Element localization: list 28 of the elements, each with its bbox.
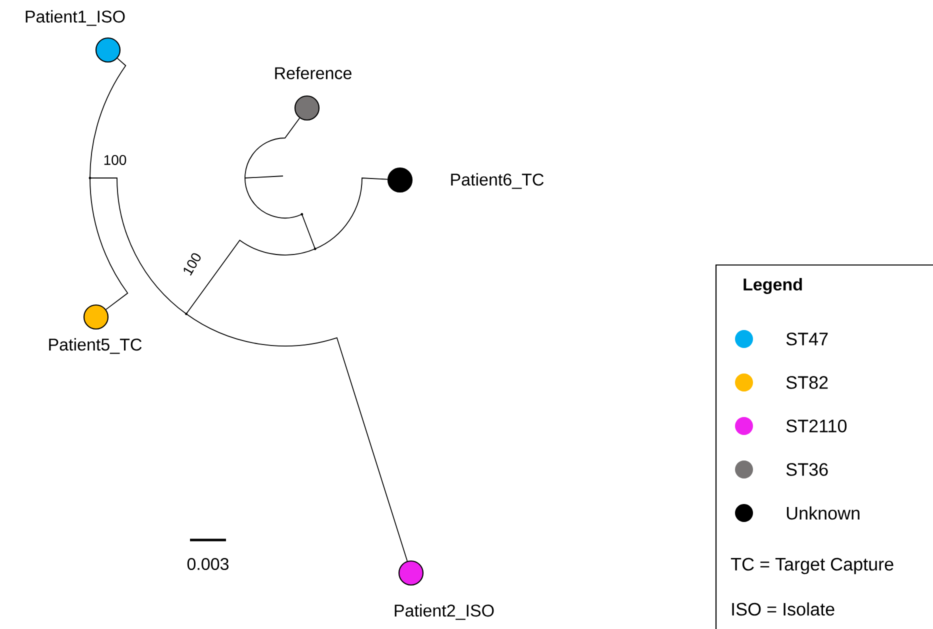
tree-branch xyxy=(186,313,408,562)
tree-branch xyxy=(314,178,388,250)
tree-branch xyxy=(90,178,187,314)
tip-label: Patient2_ISO xyxy=(394,604,494,620)
branch-junction xyxy=(88,176,92,180)
tree-branch xyxy=(90,178,128,310)
legend-label: ST82 xyxy=(786,376,828,389)
tip-label: Patient1_ISO xyxy=(26,10,125,26)
legend-label: Unknown xyxy=(786,506,860,520)
tree-branch xyxy=(90,58,126,178)
tree-branch xyxy=(301,214,316,250)
bootstrap-value: 100 xyxy=(102,154,128,166)
tree-branch xyxy=(244,118,302,218)
legend-label: ST47 xyxy=(786,332,828,346)
legend-title: Legend xyxy=(744,278,802,294)
tip-label: Patient6_TC xyxy=(451,173,544,189)
branch-junction xyxy=(185,312,188,316)
legend-note: ISO = Isolate xyxy=(732,602,834,616)
branch-junction xyxy=(300,213,304,216)
bootstrap-value: 100 xyxy=(180,250,204,278)
branch-junction xyxy=(314,248,316,250)
scale-label: 0.003 xyxy=(187,558,229,570)
legend-label: ST2110 xyxy=(786,420,847,432)
tree-branch xyxy=(186,240,316,314)
tip-label: Patient5_TC xyxy=(49,338,142,354)
legend-note: TC = Target Capture xyxy=(730,558,894,574)
legend-label: ST36 xyxy=(786,463,828,476)
tip-label: Reference xyxy=(275,66,352,80)
